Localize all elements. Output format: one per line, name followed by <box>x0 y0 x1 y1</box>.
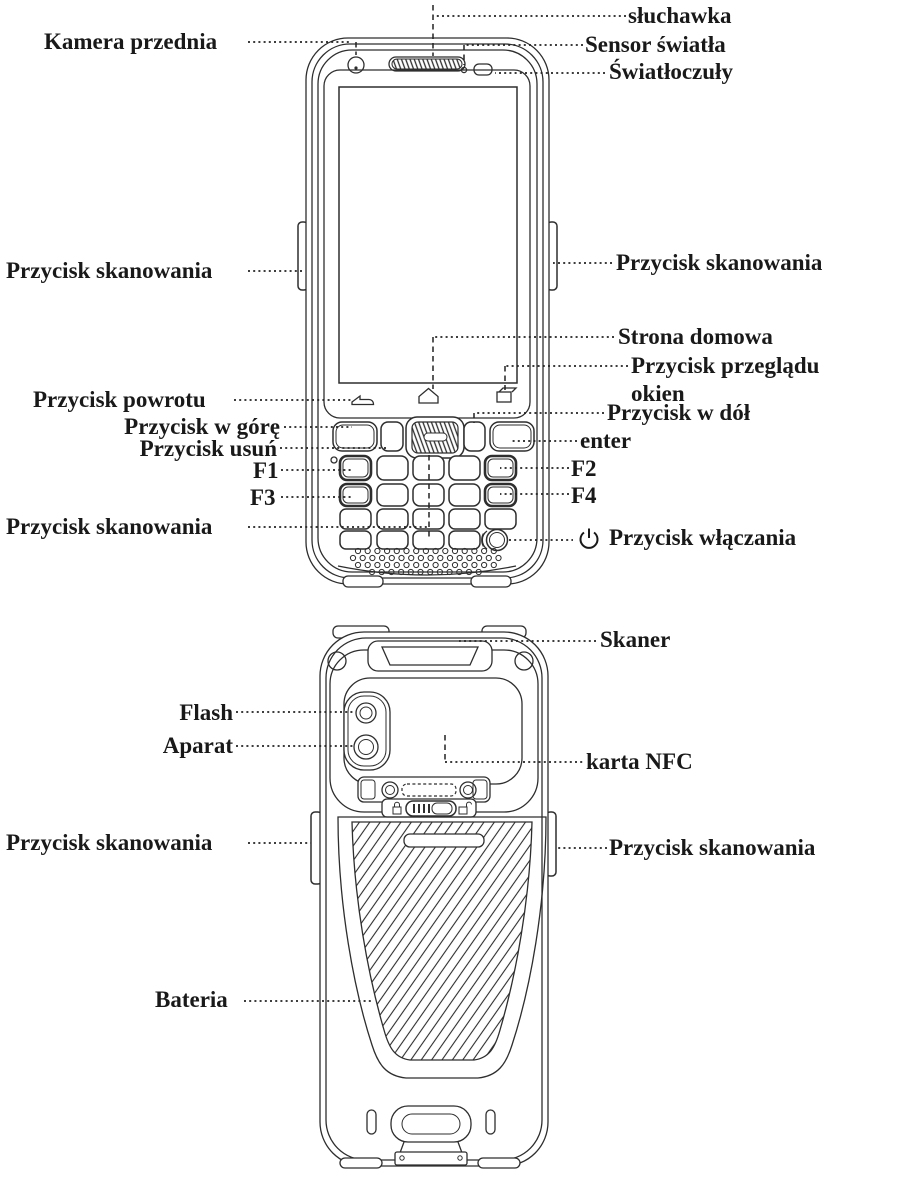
camera-module <box>343 691 391 771</box>
label-sluchawka: słuchawka <box>628 3 732 28</box>
label-przycisk-przegladu-okien: Przycisk przeglądu okien <box>631 353 820 407</box>
label-przycisk-powrotu: Przycisk powrotu <box>33 387 206 412</box>
enter-key <box>489 421 535 452</box>
label-karta-nfc: karta NFC <box>586 749 693 774</box>
label-sensor-swiatla: Sensor światła <box>585 32 726 57</box>
screw <box>327 651 347 671</box>
label-przycisk-wlaczania: Przycisk włączania <box>609 525 797 550</box>
lock-closed-icon <box>392 801 402 815</box>
label-przycisk-skanowania-front-left: Przycisk skanowania <box>6 258 213 283</box>
label-f4: F4 <box>571 483 597 508</box>
label-przycisk-skanowania-back-right: Przycisk skanowania <box>609 835 816 860</box>
back-nav-icon <box>351 394 375 406</box>
label-aparat: Aparat <box>162 733 233 758</box>
battery-finger-slot <box>403 833 485 848</box>
proximity-sensor <box>473 63 493 76</box>
recents-nav-icon <box>496 387 518 403</box>
battery-latch-plate <box>357 776 491 803</box>
earpiece-speaker <box>388 56 466 72</box>
lock-open-icon <box>458 801 472 815</box>
battery-lock-slider <box>381 798 477 818</box>
label-enter: enter <box>580 428 632 453</box>
label-f1: F1 <box>253 458 279 483</box>
leader-lines <box>234 5 628 1002</box>
label-f2: F2 <box>571 456 597 481</box>
speaker-grille <box>349 547 502 576</box>
mic-hole <box>330 456 338 464</box>
upper-key-row <box>332 416 535 459</box>
back-view-drawing <box>310 625 557 1169</box>
keypad <box>338 454 518 550</box>
screw <box>514 651 534 671</box>
label-skaner: Skaner <box>600 627 671 652</box>
label-przycisk-w-dol: Przycisk w dół <box>607 400 751 425</box>
power-icon <box>579 528 599 549</box>
label-przycisk-w-gore: Przycisk w górę <box>124 414 280 439</box>
flash-led <box>355 702 377 724</box>
label-flash: Flash <box>179 700 233 725</box>
label-strona-domowa: Strona domowa <box>618 324 773 349</box>
front-view-drawing <box>297 37 558 588</box>
label-przycisk-usun: Przycisk usuń <box>139 436 277 461</box>
front-camera <box>347 56 365 74</box>
scanner-window <box>367 640 493 672</box>
label-bateria: Bateria <box>155 987 228 1012</box>
power-button <box>481 528 509 552</box>
camera-lens <box>353 734 379 760</box>
label-przycisk-skanowania-front-right: Przycisk skanowania <box>616 250 823 275</box>
label-f3: F3 <box>250 485 276 510</box>
screen <box>338 86 518 384</box>
battery-cover <box>337 816 547 1079</box>
strap-loop <box>390 1105 472 1166</box>
label-przycisk-skanowania-back-left: Przycisk skanowania <box>6 830 213 855</box>
label-swiatloczuly: Światłoczuły <box>609 59 733 84</box>
label-kamera-przednia: Kamera przednia <box>44 29 218 54</box>
home-nav-icon <box>418 387 439 404</box>
label-przycisk-skanowania-bottom: Przycisk skanowania <box>6 514 213 539</box>
light-sensor-dot <box>460 66 468 74</box>
